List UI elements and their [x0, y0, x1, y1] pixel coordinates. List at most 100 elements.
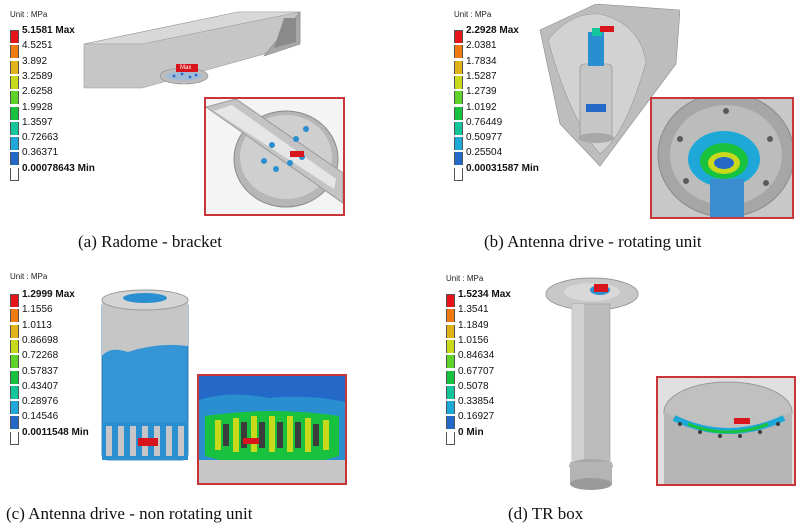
legend-label: 1.0192	[466, 101, 497, 113]
legend-row: 1.5287	[454, 71, 497, 89]
legend-row: 2.6258	[10, 87, 53, 105]
legend-row: 0.25504	[454, 148, 502, 166]
legend-swatch	[446, 385, 455, 399]
legend-swatch	[10, 152, 19, 166]
legend-swatch	[10, 75, 19, 89]
legend-row: 0.00031587 Min	[454, 163, 539, 181]
legend-swatch	[10, 167, 19, 181]
legend-label: 2.2928 Max	[466, 25, 519, 36]
legend-swatch	[454, 137, 463, 151]
legend-swatch	[446, 370, 455, 384]
legend-label: 3.2589	[22, 70, 53, 82]
legend-swatch	[454, 60, 463, 74]
legend-label: 1.5234 Max	[458, 289, 511, 300]
detail-inset	[650, 97, 794, 219]
legend-row: 0.0011548 Min	[10, 427, 89, 445]
legend-row: 5.1581 Max	[10, 26, 75, 43]
legend-row: 1.1556	[10, 305, 53, 323]
legend-swatch	[446, 339, 455, 353]
legend-row: 0.57837	[10, 366, 58, 384]
legend-label: 0.00078643 Min	[22, 162, 95, 174]
legend-swatch	[454, 106, 463, 120]
detail-inset	[656, 376, 796, 486]
legend-label: 2.6258	[22, 86, 53, 98]
legend-swatch	[454, 45, 463, 59]
legend-label: 0.0011548 Min	[22, 426, 89, 438]
tr-box-model	[545, 277, 639, 490]
legend-label: 0.25504	[466, 147, 503, 159]
legend-row: 0.86698	[10, 335, 58, 353]
legend-swatch	[446, 324, 455, 338]
legend-row: 1.7834	[454, 56, 497, 74]
legend-swatch	[10, 355, 19, 369]
legend-row: 0.33854	[446, 397, 494, 415]
legend-label: 0.67707	[458, 365, 495, 377]
legend-row: 0.43407	[10, 381, 58, 399]
legend-label: 0.5078	[458, 380, 489, 392]
legend-swatch	[10, 431, 19, 445]
caption: (b) Antenna drive - rotating unit	[484, 232, 702, 251]
legend-swatch	[10, 401, 19, 415]
legend-row: 1.2999 Max	[10, 290, 75, 307]
legend-swatch	[446, 294, 455, 307]
legend-label: 0.14546	[22, 411, 59, 423]
legend-row: 1.3597	[10, 117, 53, 135]
legend-swatch	[10, 339, 19, 353]
legend-label: 1.1849	[458, 319, 489, 331]
legend-label: 0.86698	[22, 334, 59, 346]
legend-row: 0 Min	[446, 427, 484, 445]
antenna-non-rotating-model	[101, 289, 189, 461]
legend-swatch	[454, 121, 463, 135]
max-tag-marker: Max	[180, 65, 191, 71]
legend-swatch	[446, 416, 455, 430]
legend-label: 5.1581 Max	[22, 25, 75, 36]
legend-label: 3.892	[22, 55, 48, 67]
legend-label: 1.3541	[458, 304, 489, 316]
legend-row: 0.36371	[10, 148, 58, 166]
unit-label: Unit : MPa	[10, 10, 48, 19]
legend-row: 0.50977	[454, 133, 502, 151]
legend-row: 2.0381	[454, 41, 497, 59]
legend-swatch	[454, 167, 463, 181]
detail-inset	[204, 97, 345, 216]
legend-swatch	[10, 121, 19, 135]
legend-row: 2.2928 Max	[454, 26, 519, 43]
legend-swatch	[10, 30, 19, 43]
legend-row: 0.72268	[10, 351, 58, 369]
legend-row: 0.14546	[10, 412, 58, 430]
legend-swatch	[454, 152, 463, 166]
legend-row: 1.0192	[454, 102, 497, 120]
radome-bracket-model	[83, 11, 301, 89]
caption: (c) Antenna drive - non rotating unit	[6, 504, 253, 523]
legend-swatch	[10, 91, 19, 105]
legend-row: 0.00078643 Min	[10, 163, 95, 181]
unit-label: Unit : MPa	[10, 272, 48, 281]
legend-label: 0.28976	[22, 396, 59, 408]
legend-swatch	[10, 324, 19, 338]
legend-row: 0.76449	[454, 117, 502, 135]
legend-label: 1.1556	[22, 304, 53, 316]
legend-swatch	[446, 309, 455, 323]
legend-swatch	[454, 91, 463, 105]
legend-swatch	[10, 416, 19, 430]
legend-swatch	[10, 60, 19, 74]
legend-swatch	[10, 370, 19, 384]
unit-label: Unit : MPa	[446, 274, 484, 283]
legend-label: 1.9928	[22, 101, 53, 113]
legend-swatch	[446, 401, 455, 415]
legend-label: 2.0381	[466, 40, 497, 52]
legend-label: 0.72268	[22, 350, 59, 362]
legend-label: 1.3597	[22, 116, 53, 128]
legend-swatch	[10, 45, 19, 59]
legend-row: 1.1849	[446, 320, 489, 338]
legend-swatch	[10, 137, 19, 151]
caption: (a) Radome - bracket	[78, 232, 222, 251]
legend-row: 1.0113	[10, 320, 52, 338]
caption: (d) TR box	[508, 504, 584, 523]
legend-label: 0.00031587 Min	[466, 162, 539, 174]
legend-row: 1.5234 Max	[446, 290, 511, 307]
legend-row: 0.16927	[446, 412, 494, 430]
